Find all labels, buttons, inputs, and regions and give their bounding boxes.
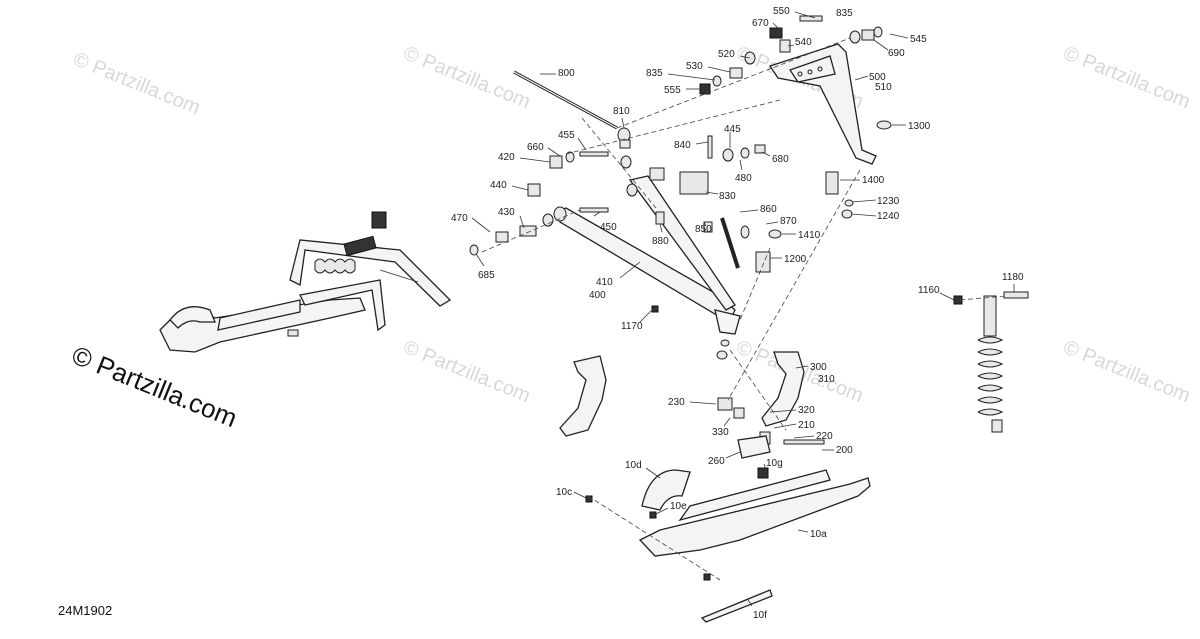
- callout-label: 320: [798, 405, 815, 416]
- callout-label: 440: [490, 180, 507, 191]
- lower-a-arm: [555, 175, 741, 360]
- callout-label: 300: [810, 362, 827, 373]
- upper-a-arm: [768, 43, 892, 165]
- callout-label: 1160: [918, 285, 940, 296]
- callout-label: 800: [558, 68, 575, 79]
- callout-label: 1180: [1002, 272, 1024, 283]
- callout-label: 545: [910, 34, 927, 45]
- callout-label: 680: [772, 154, 789, 165]
- callout-label: 455: [558, 130, 575, 141]
- callout-label: 830: [719, 191, 736, 202]
- callout-label: 1230: [877, 196, 900, 207]
- callout-label: 1170: [621, 321, 643, 332]
- callout-label: 10f: [753, 610, 767, 621]
- callout-label: 330: [712, 427, 729, 438]
- callout-label: 260: [708, 456, 725, 467]
- watermark: © Partzilla.com: [1060, 336, 1193, 407]
- ski-assembly: [585, 469, 871, 623]
- assembly-paths: [481, 37, 1007, 581]
- callout-label: 1400: [862, 175, 885, 186]
- callout-label: 470: [451, 213, 468, 224]
- callout-label: 835: [646, 68, 663, 79]
- shock-absorber: [953, 291, 1029, 433]
- spindle-hardware: [825, 171, 854, 219]
- callout-label: 210: [798, 420, 815, 431]
- callout-label: 860: [760, 204, 777, 215]
- callout-label: 1300: [908, 121, 931, 132]
- callout-label: 840: [674, 140, 691, 151]
- callout-label: 1410: [798, 230, 821, 241]
- callout-label: 555: [664, 85, 681, 96]
- lower-arm-hardware: [469, 127, 782, 313]
- watermark: © Partzilla.com: [1060, 42, 1193, 113]
- watermark: © Partzilla.com: [400, 42, 533, 113]
- callout-label: 500: [869, 72, 886, 83]
- callout-label: 540: [795, 37, 812, 48]
- callout-label: 520: [718, 49, 735, 60]
- callout-label: 550: [773, 6, 790, 17]
- spindle-left: [559, 355, 607, 437]
- callout-label: 200: [836, 445, 853, 456]
- assembled-suspension-illustration: [159, 211, 452, 353]
- callout-label: 480: [735, 173, 752, 184]
- callout-label: 835: [836, 8, 853, 19]
- callout-label: 10c: [556, 487, 572, 498]
- upper-arm-hardware: [699, 15, 883, 95]
- callout-label: 445: [724, 124, 741, 135]
- callout-labels: 550 670 835 545 690 540 520 530 835 555 …: [451, 6, 1024, 621]
- callout-label: 685: [478, 270, 495, 281]
- callout-label: 690: [888, 48, 905, 59]
- callout-label: 1200: [784, 254, 807, 265]
- callout-label: 10d: [625, 460, 642, 471]
- callout-label: 430: [498, 207, 515, 218]
- callout-label: 420: [498, 152, 515, 163]
- callout-label: 810: [613, 106, 630, 117]
- callout-label: 10e: [670, 501, 687, 512]
- callout-label: 850: [695, 224, 712, 235]
- callout-label: 870: [780, 216, 797, 227]
- callout-label: 220: [816, 431, 833, 442]
- callout-label: 1240: [877, 211, 900, 222]
- watermark-group: © Partzilla.com © Partzilla.com © Partzi…: [70, 42, 1193, 407]
- callout-label: 510: [875, 82, 892, 93]
- callout-label: 10g: [766, 458, 783, 469]
- drawing-code: 24M1902: [58, 603, 112, 618]
- watermark: © Partzilla.com: [400, 336, 533, 407]
- callout-label: 670: [752, 18, 769, 29]
- callout-label: 450: [600, 222, 617, 233]
- spindle-right: [717, 351, 825, 479]
- callout-label: 880: [652, 236, 669, 247]
- callout-label: 410: [596, 277, 613, 288]
- callout-label: 310: [818, 374, 835, 385]
- callout-label: 660: [527, 142, 544, 153]
- callout-label: 400: [589, 290, 606, 301]
- callout-label: 530: [686, 61, 703, 72]
- watermark: © Partzilla.com: [70, 48, 203, 119]
- callout-label: 230: [668, 397, 685, 408]
- callout-label: 10a: [810, 529, 827, 540]
- copyright-text: © Partzilla.com: [68, 340, 242, 433]
